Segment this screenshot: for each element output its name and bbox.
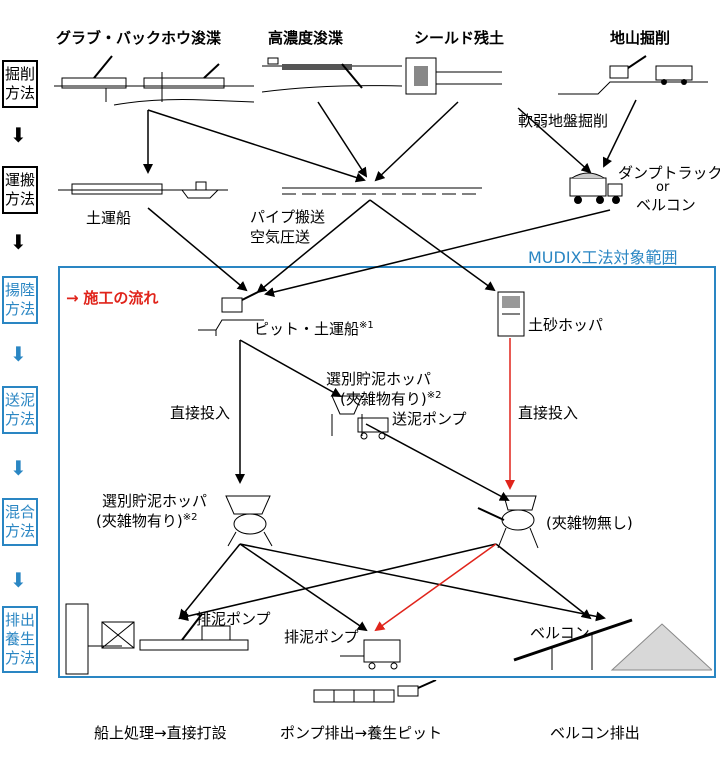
header-grab: グラブ・バックホウ浚渫 [56, 29, 222, 47]
footer-left: 船上処理→直接打設 [94, 724, 227, 742]
legend-text: 施工の流れ [83, 289, 159, 307]
or-label: or [656, 180, 670, 195]
sorting-hopper-illustration [331, 395, 389, 440]
no-foreign-label: (夾雑物無し) [546, 514, 633, 532]
arrow-mixleft-ship [178, 543, 241, 620]
soft-ground-label: 軟弱地盤掘削 [518, 112, 609, 130]
pipe-label: パイプ搬送 [250, 208, 326, 226]
down-arrow-icon: ⬇ [10, 456, 27, 480]
header-high-density: 高濃度浚渫 [268, 29, 344, 47]
header-ground: 地山掘削 [610, 29, 671, 47]
belcon-top-label: ベルコン [636, 196, 696, 214]
hopper-sel-note: ※2 [426, 390, 442, 401]
arrow-pit-sortingHopper [239, 339, 342, 397]
arrow-pipe-hopper [369, 199, 496, 292]
soil-hopper-icon [497, 291, 525, 337]
pit-illustration [198, 291, 264, 336]
dump-label: ダンプトラック [618, 164, 720, 182]
legend-arrow-icon: → [66, 289, 79, 307]
mudix-scope-box [58, 266, 716, 678]
pit-note: ※1 [359, 320, 374, 331]
mixer-left-illustration [225, 495, 273, 547]
high-density-dredger-illustration [262, 57, 402, 93]
air-label: 空気圧送 [250, 228, 311, 246]
down-arrow-icon: ⬇ [10, 568, 27, 592]
arrow-ground-dump [602, 99, 637, 168]
belt-conveyor-illustration [513, 618, 712, 671]
hopper-sel-label-1: 選別貯泥ホッパ [326, 370, 432, 388]
arrow-mixleft-pump [239, 543, 368, 632]
ground-excavation-illustration [558, 55, 708, 95]
shield-soil-illustration [405, 57, 502, 95]
pump-left-label: 排泥ポンプ [196, 610, 271, 628]
arrow-sendpump-mixright [365, 423, 510, 501]
pipe-transport-illustration [282, 187, 482, 195]
direct-right-label: 直接投入 [518, 404, 579, 422]
footer-right: ベルコン排出 [550, 724, 640, 742]
down-arrow-icon: ⬇ [10, 230, 27, 254]
stage-discharge: 排出養生方法 [2, 606, 38, 673]
arrow-pipe-pit [256, 199, 371, 294]
stage-mixing: 混合方法 [2, 498, 38, 546]
curing-pit-illustration [313, 680, 437, 703]
soil-hopper-label: 土砂ホッパ [528, 316, 604, 334]
mixer-right-illustration [477, 495, 539, 549]
pit-text: ピット・土運船 [254, 320, 360, 338]
arrow-mixright-belcon [495, 543, 592, 620]
belcon-bottom-label: ベルコン [530, 624, 590, 642]
arrow-mixright-ship [178, 543, 497, 622]
down-arrow-icon: ⬇ [10, 123, 27, 147]
hopper-sel-label-2: (夾雑物有り)※2 [340, 388, 441, 409]
mix-sel-label-1: 選別貯泥ホッパ [102, 492, 208, 510]
arrow-hd-pipe [317, 101, 368, 178]
stage-excavation: 掘削方法 [2, 60, 38, 108]
arrow-dump-pit [264, 209, 611, 297]
arrow-mixleft-belcon [239, 543, 606, 622]
stage-landing: 揚陸方法 [2, 276, 38, 324]
stage-transport: 運搬方法 [2, 166, 38, 214]
arrow-soft-dump [517, 107, 592, 174]
earth-ship-illustration [58, 181, 228, 199]
send-pump-label: 送泥ポンプ [392, 410, 467, 428]
arrow-ship-pit [147, 207, 248, 292]
legend-flow: → 施工の流れ [66, 287, 158, 308]
mix-sel-text: (夾雑物有り) [96, 512, 183, 530]
footer-mid: ポンプ排出→養生ピット [280, 724, 443, 742]
earth-ship-label: 土運船 [86, 209, 132, 227]
stage-sending: 送泥方法 [2, 386, 38, 434]
mix-sel-label-2: (夾雑物有り)※2 [96, 510, 197, 531]
ship-discharge-illustration [65, 603, 249, 675]
hopper-sel-text: (夾雑物有り) [340, 390, 427, 408]
grab-dredger-illustration [54, 55, 254, 106]
pit-label: ピット・土運船※1 [254, 318, 374, 339]
direct-left-label: 直接投入 [170, 404, 231, 422]
arrow-grab-pipe [147, 109, 366, 183]
mix-sel-note: ※2 [182, 512, 198, 523]
header-shield: シールド残土 [414, 29, 505, 47]
flow-mixright-pump [374, 543, 497, 632]
down-arrow-icon: ⬇ [10, 342, 27, 366]
pump-mid-label: 排泥ポンプ [284, 628, 359, 646]
scope-title: MUDIX工法対象範囲 [528, 248, 678, 267]
discharge-pump-illustration [340, 639, 401, 670]
arrow-shield-pipe [374, 101, 459, 182]
